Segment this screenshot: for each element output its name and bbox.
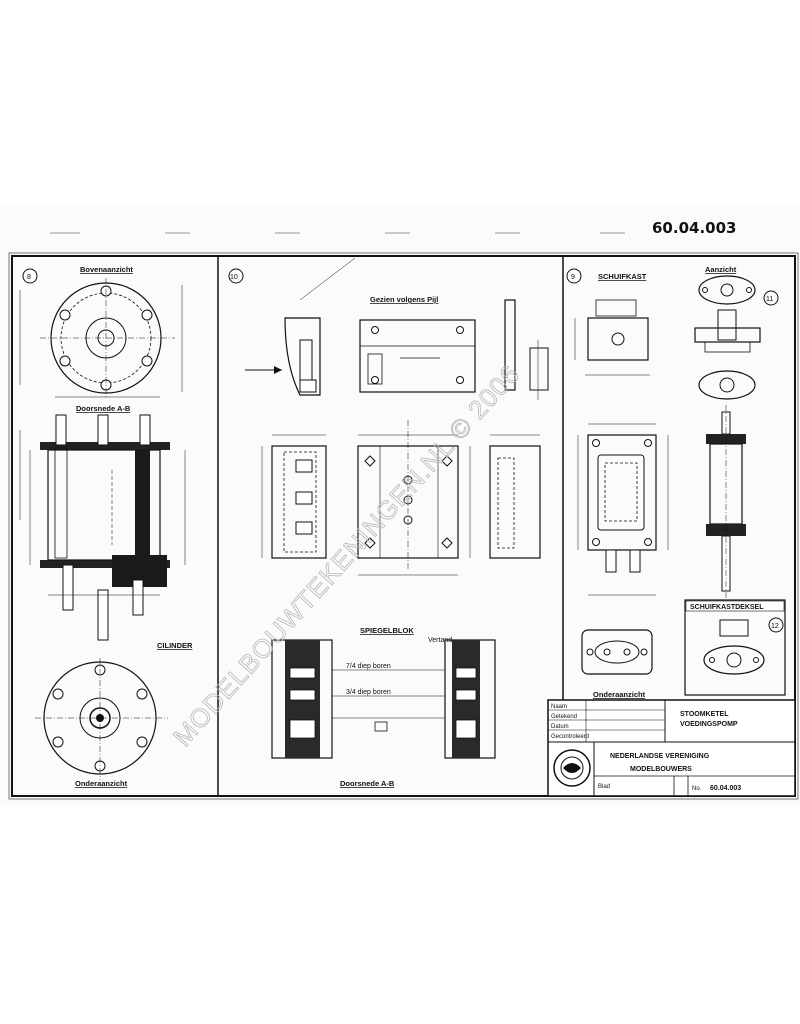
tb-number-value: 60.04.003 [710,785,741,792]
tb-title-line1: STOOMKETEL [680,711,729,718]
part-name-cilinder: CILINDER [157,641,193,650]
part-name-schuifkast: SCHUIFKAST [598,272,647,281]
label-section-left: Doorsnede A-B [76,404,131,413]
tb-org-line1: NEDERLANDSE VERENIGING [610,753,710,760]
drawing-number-handwritten: 60.04.003 [652,219,736,237]
tb-row-naam: Naam [551,704,567,710]
label-bottom-view-right: Onderaanzicht [593,690,646,699]
label-cast-view: Gezien volgens Pijl [370,295,438,304]
tb-sheet-label: Blad [598,784,610,790]
note-drill-1: 7/4 diep boren [346,663,391,670]
part-name-spiegelblok: SPIEGELBLOK [360,626,414,635]
tb-row-gecontroleerd: Gecontroleerd [551,734,589,740]
tb-title-line2: VOEDINGSPOMP [680,721,738,728]
outer-frame [11,255,796,797]
label-cover-name: SCHUIFKASTDEKSEL [690,604,764,611]
callout-badge-11: 11 [766,296,773,303]
tb-number-prefix: No. [692,786,702,792]
tb-org-line2: MODELBOUWERS [630,766,692,773]
tb-row-getekend: Getekend [551,714,577,720]
label-top-view-left: Bovenaanzicht [80,265,133,274]
badge-middle: 10 [230,274,238,281]
label-bottom-view-left: Onderaanzicht [75,779,128,788]
callout-badge-12: 12 [771,623,779,630]
label-top-view-right: Aanzicht [705,265,737,274]
label-section-middle: Doorsnede A-B [340,779,395,788]
panel-spiegelblok: 10 Gezien volgens Pijl [228,257,549,788]
society-logo-icon [553,749,591,787]
panel-cilinder: 8 Bovenaanzicht Doorsnede A-B [19,265,193,788]
note-drill-2: 3/4 diep boren [346,689,391,696]
badge-left: 8 [27,274,31,281]
note-vertand: Vertand [428,637,452,644]
tb-row-datum: Datum [551,724,569,730]
badge-right: 9 [571,274,575,281]
panel-schuifkast: 9 SCHUIFKAST [566,265,786,699]
title-block: Naam Getekend Datum Gecontroleerd STOOMK… [547,699,796,797]
